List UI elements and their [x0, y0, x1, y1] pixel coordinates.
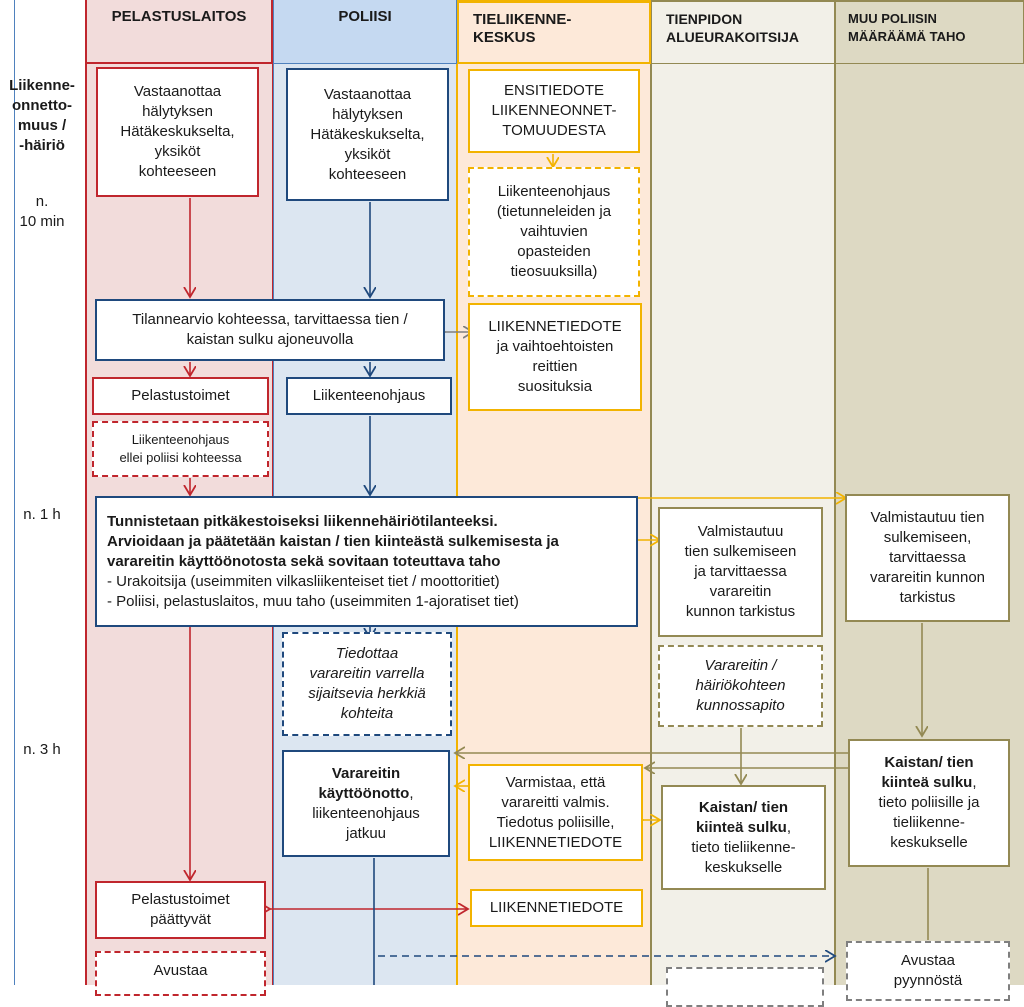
lane-header-poliisi: POLIISI: [273, 0, 457, 64]
box-pel-end: Pelastustoimet päättyvät: [95, 881, 266, 939]
box-pel-actions: Pelastustoimet: [92, 377, 269, 415]
timeline-1h: n. 1 h: [23, 506, 61, 523]
box-muu-prepare: Valmistautuu tien sulkemiseen, tarvittae…: [845, 494, 1010, 622]
timeline-border: [14, 0, 15, 985]
long-term-line-1: Tunnistetaan pitkäkestoiseksi liikennehä…: [107, 512, 498, 530]
lane-header-muu: MUU POLIISIN MÄÄRÄÄMÄ TAHO: [835, 0, 1024, 64]
box-tlk-control: Liikenteenohjaus (tietunneleiden ja vaih…: [468, 167, 640, 297]
long-term-line-2: Arvioidaan ja päätetään kaistan / tien k…: [107, 532, 559, 550]
box-muu-close: Kaistan/ tien kiinteä sulku, tieto polii…: [848, 739, 1010, 867]
box-long-term: Tunnistetaan pitkäkestoiseksi liikennehä…: [95, 496, 638, 627]
box-pol-receive: Vastaanottaa hälytyksen Hätäkeskukselta,…: [286, 68, 449, 201]
lane-header-tienpito: TIENPIDON ALUEURAKOITSIJA: [651, 0, 835, 64]
pol-detour-bold: Varareitin käyttöönotto: [318, 764, 410, 802]
lane-header-tieliikenne: TIELIIKENNE- KESKUS: [457, 0, 651, 64]
box-pol-detour: Varareitin käyttöönotto, liikenteenohjau…: [282, 750, 450, 857]
box-pel-control: Liikenteenohjaus ellei poliisi kohteessa: [92, 421, 269, 477]
box-tlk-bulletin2: LIIKENNETIEDOTE: [470, 889, 643, 927]
box-tp-partial: [666, 967, 824, 1007]
long-term-line-5: - Poliisi, pelastuslaitos, muu taho (use…: [107, 592, 519, 610]
box-pel-receive: Vastaanottaa hälytyksen Hätäkeskukselta,…: [96, 67, 259, 197]
box-tlk-first: ENSITIEDOTE LIIKENNEONNET- TOMUUDESTA: [468, 69, 640, 153]
box-tlk-bulletin: LIIKENNETIEDOTE ja vaihtoehtoisten reitt…: [468, 303, 642, 411]
lane-header-pelastus: PELASTUSLAITOS: [85, 0, 273, 64]
box-tp-close: Kaistan/ tien kiinteä sulku, tieto tieli…: [661, 785, 826, 890]
box-tlk-verify: Varmistaa, että varareitti valmis. Tiedo…: [468, 764, 643, 861]
box-assess: Tilannearvio kohteessa, tarvittaessa tie…: [95, 299, 445, 361]
box-pel-assist: Avustaa: [95, 951, 266, 996]
timeline-header: Liikenne- onnetto- muus / -häiriö: [9, 77, 75, 154]
box-tp-maint: Varareitin / häiriökohteen kunnossapito: [658, 645, 823, 727]
long-term-line-3: varareitin käyttöönotosta sekä sovitaan …: [107, 552, 501, 570]
box-pol-inform: Tiedottaa varareitin varrella sijaitsevi…: [282, 632, 452, 736]
pol-detour-rest: , liikenteenohjaus jatkuu: [312, 784, 420, 842]
tp-close-rest: , tieto tieliikenne- keskukselle: [691, 818, 796, 876]
box-tp-prepare: Valmistautuu tien sulkemiseen ja tarvitt…: [658, 507, 823, 637]
flow-arrows: [0, 154, 929, 985]
long-term-line-4: - Urakoitsija (useimmiten vilkasliikente…: [107, 572, 500, 590]
tp-close-bold: Kaistan/ tien kiinteä sulku: [695, 798, 789, 836]
box-pol-control: Liikenteenohjaus: [286, 377, 452, 415]
muu-close-bold: Kaistan/ tien kiinteä sulku: [881, 754, 974, 791]
box-muu-assist: Avustaa pyynnöstä: [846, 941, 1010, 1001]
timeline-10min: n. 10 min: [19, 193, 65, 230]
timeline-3h: n. 3 h: [23, 741, 61, 758]
muu-close-rest: , tieto poliisille ja tieliikenne- kesku…: [878, 774, 980, 851]
